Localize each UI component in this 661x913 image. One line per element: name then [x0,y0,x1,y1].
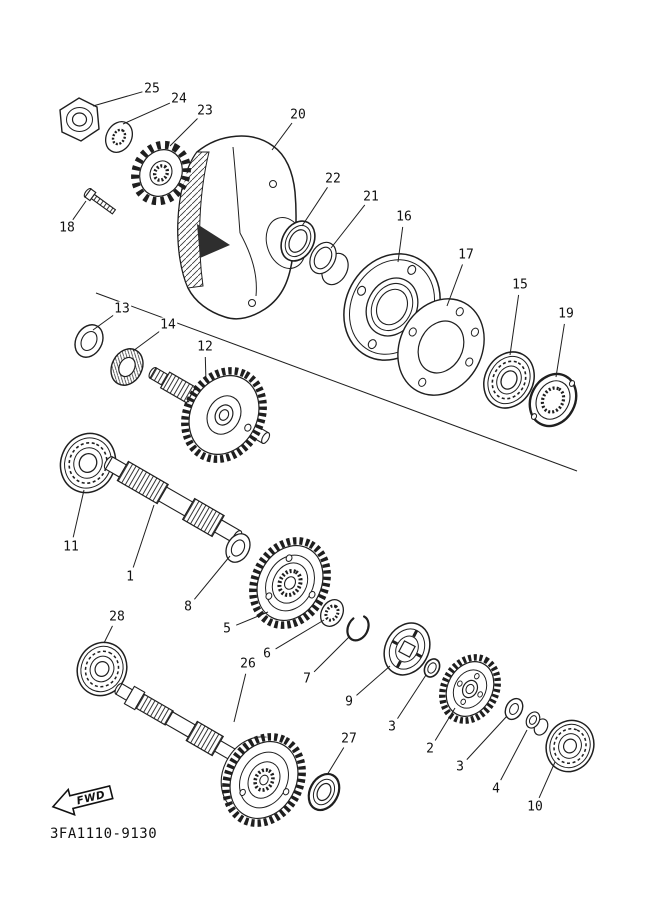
part-label-2: 2 [425,741,435,757]
fwd-arrow-shape [51,784,114,817]
part-label-9: 9 [344,694,354,710]
part-label-18: 18 [58,220,76,236]
part-13-washer [74,324,104,358]
part-25-nut [59,97,100,142]
part-15-bearing [483,351,535,409]
part-label-13: 13 [113,301,131,317]
part-label-26: 26 [239,656,257,672]
part-23-drive-sprocket [131,140,191,206]
part-6-splined-washer [319,599,345,627]
part-24-lock-washer [104,121,134,153]
part-label-12: 12 [196,339,214,355]
leader-lines [72,91,565,799]
part-label-20: 20 [289,107,307,123]
part-label-23: 23 [196,103,214,119]
part-label-22: 22 [324,171,342,187]
part-label-16: 16 [395,209,413,225]
part-label-11: 11 [62,539,80,555]
part-label-8: 8 [183,599,193,615]
part-label-28: 28 [108,609,126,625]
part-label-5: 5 [222,621,232,637]
part-label-15: 15 [511,277,529,293]
part-label-1: 1 [125,569,135,585]
part-5-wheel-gear [249,537,331,629]
part-19-bearing-retainer [528,372,578,428]
part-27-oil-seal [307,772,341,812]
part-14-needle-bearing [110,348,144,386]
part-22-oil-seal [280,220,316,262]
part-3-circlip-a [423,658,441,678]
part-label-3: 3 [455,759,465,775]
part-7-circlip [346,614,370,642]
part-21-collar [309,241,349,286]
part-10-bearing [545,719,595,773]
part-label-24: 24 [170,91,188,107]
part-label-10: 10 [526,799,544,815]
part-26-counter-shaft [114,683,306,827]
part-9-clutch-boss [383,622,431,676]
part-label-25: 25 [143,81,161,97]
part-label-4: 4 [491,781,501,797]
diagram-code: 3FA1110-9130 [50,826,158,842]
part-1-main-axle [103,456,243,544]
part-8-washer [225,533,251,563]
part-label-7: 7 [302,671,312,687]
part-label-14: 14 [159,317,177,333]
part-28-bearing [76,641,128,697]
part-label-19: 19 [557,306,575,322]
part-18-bolt [83,187,117,215]
part-3-washer-b [504,697,524,721]
part-17-gasket [397,298,485,396]
part-label-17: 17 [457,247,475,263]
part-label-21: 21 [362,189,380,205]
part-2-primary-gear [439,654,501,724]
part-4-spacer [525,711,549,736]
part-label-6: 6 [262,646,272,662]
part-label-27: 27 [340,731,358,747]
fwd-arrow: FWD [51,784,114,817]
part-label-3: 3 [387,719,397,735]
